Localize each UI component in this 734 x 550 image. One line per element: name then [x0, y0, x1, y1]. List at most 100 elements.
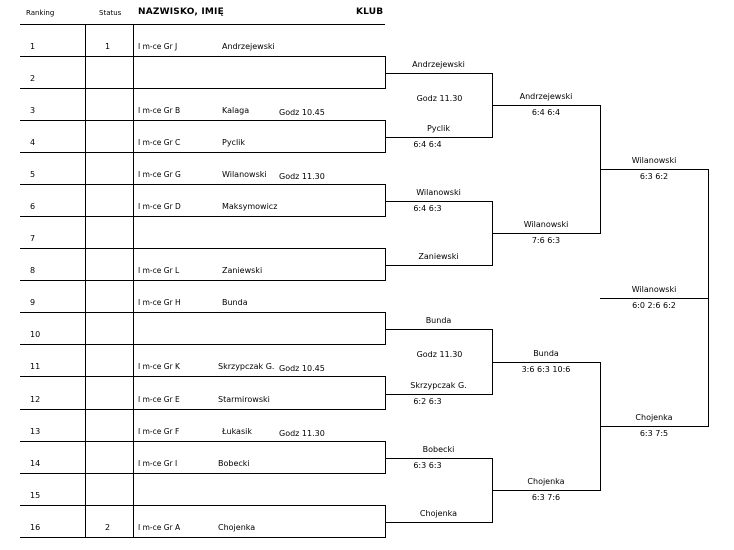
row-group: I m-ce Gr I — [138, 459, 178, 468]
match-time: Godz 10.45 — [279, 108, 325, 117]
round1-winner-line — [385, 329, 492, 330]
row-rank: 14 — [30, 459, 41, 468]
table-row-line — [20, 505, 385, 506]
row-rank: 8 — [30, 266, 36, 275]
row-group: I m-ce Gr D — [138, 202, 181, 211]
semifinal-winner: Wilanowski — [631, 156, 677, 165]
semifinal-winner: Chojenka — [635, 413, 673, 422]
row-group: I m-ce Gr A — [138, 523, 181, 532]
table-row-line — [20, 216, 385, 217]
row-rank: 6 — [30, 202, 36, 211]
round1-winner-line — [385, 522, 492, 523]
round1-connector — [385, 312, 386, 345]
header-club: KLUB — [356, 7, 384, 17]
row-rank: 16 — [30, 523, 41, 532]
row-name: Starmirowski — [218, 395, 270, 404]
row-name: Skrzypczak G. — [218, 362, 275, 371]
row-group: I m-ce Gr G — [138, 170, 181, 179]
row-name: Andrzejewski — [222, 42, 275, 51]
semifinal-score: 6:3 7:5 — [639, 429, 669, 438]
table-row-line — [20, 441, 385, 442]
round1-score: 6:4 6:3 — [413, 204, 442, 213]
row-name: Chojenka — [218, 523, 256, 532]
final-winner-line — [600, 298, 708, 299]
row-name: Łukasik — [222, 427, 252, 436]
round1-winner: Andrzejewski — [412, 60, 465, 69]
table-top-border — [20, 24, 385, 25]
row-group: I m-ce Gr L — [138, 266, 180, 275]
round1-connector — [385, 376, 386, 410]
row-group: I m-ce Gr H — [138, 298, 181, 307]
round1-winner: Zaniewski — [418, 252, 459, 261]
row-name: Wilanowski — [222, 170, 267, 179]
match-time: Godz 11.30 — [416, 350, 463, 359]
row-group: I m-ce Gr E — [138, 395, 180, 404]
round1-connector — [385, 184, 386, 217]
final-score: 6:0 2:6 6:2 — [632, 301, 676, 310]
row-group: I m-ce Gr B — [138, 106, 181, 115]
quarterfinal-winner-line — [492, 362, 600, 363]
semifinal-winner-line — [600, 169, 708, 170]
table-row-line — [20, 473, 385, 474]
table-row-line — [20, 409, 385, 410]
row-rank: 5 — [30, 170, 36, 179]
round1-connector — [385, 248, 386, 281]
quarterfinal-score: 6:3 7:6 — [531, 493, 561, 502]
row-group: I m-ce Gr J — [138, 42, 178, 51]
row-rank: 7 — [30, 234, 36, 243]
row-rank: 1 — [30, 42, 36, 51]
row-group: I m-ce Gr K — [138, 362, 180, 371]
table-row-line — [20, 376, 385, 377]
header-ranking: Ranking — [26, 9, 55, 17]
row-rank: 12 — [30, 395, 41, 404]
table-row-line — [20, 280, 385, 281]
row-status: 2 — [105, 523, 111, 532]
round1-connector — [385, 441, 386, 474]
header-name: NAZWISKO, IMIĘ — [138, 7, 224, 17]
row-rank: 11 — [30, 362, 41, 371]
quarterfinal-winner: Andrzejewski — [519, 92, 573, 101]
round1-score: 6:3 6:3 — [413, 461, 442, 470]
row-name: Bunda — [222, 298, 248, 307]
round1-winner: Skrzypczak G. — [410, 381, 467, 390]
table-row-line — [20, 152, 385, 153]
row-group: I m-ce Gr C — [138, 138, 181, 147]
table-row-line — [20, 56, 385, 57]
round1-winner-line — [385, 394, 492, 395]
round1-winner: Chojenka — [419, 509, 458, 518]
table-row-line — [20, 120, 385, 121]
round1-winner-line — [385, 137, 492, 138]
quarterfinal-winner: Bunda — [533, 349, 559, 358]
semifinal-winner-line — [600, 426, 708, 427]
quarterfinal-winner: Wilanowski — [523, 220, 569, 229]
table-row-line — [20, 248, 385, 249]
table-row-line — [20, 344, 385, 345]
round1-score: 6:2 6:3 — [413, 397, 442, 406]
row-rank: 2 — [30, 74, 36, 83]
quarterfinal-score: 6:4 6:4 — [531, 108, 561, 117]
row-rank: 4 — [30, 138, 36, 147]
round1-connector — [385, 505, 386, 538]
round1-winner: Pyclik — [426, 124, 451, 133]
round1-connector — [385, 120, 386, 153]
quarterfinal-score: 3:6 6:3 10:6 — [521, 365, 571, 374]
table-divider-rank — [85, 24, 86, 538]
round1-connector — [385, 56, 386, 89]
row-status: 1 — [105, 42, 111, 51]
quarterfinal-winner-line — [492, 490, 600, 491]
final-connector — [708, 169, 709, 427]
match-time: Godz 11.30 — [416, 94, 463, 103]
quarterfinal-winner-line — [492, 105, 600, 106]
quarterfinal-winner-line — [492, 233, 600, 234]
final-winner: Wilanowski — [631, 285, 677, 294]
table-divider-status — [133, 24, 134, 538]
row-name: Bobecki — [218, 459, 250, 468]
table-row-line — [20, 184, 385, 185]
table-row-line — [20, 88, 385, 89]
round1-winner-line — [385, 458, 492, 459]
row-name: Kalaga — [222, 106, 250, 115]
row-name: Pyclik — [222, 138, 246, 147]
round1-winner: Bobecki — [422, 445, 455, 454]
row-rank: 13 — [30, 427, 41, 436]
match-time: Godz 10.45 — [279, 364, 325, 373]
